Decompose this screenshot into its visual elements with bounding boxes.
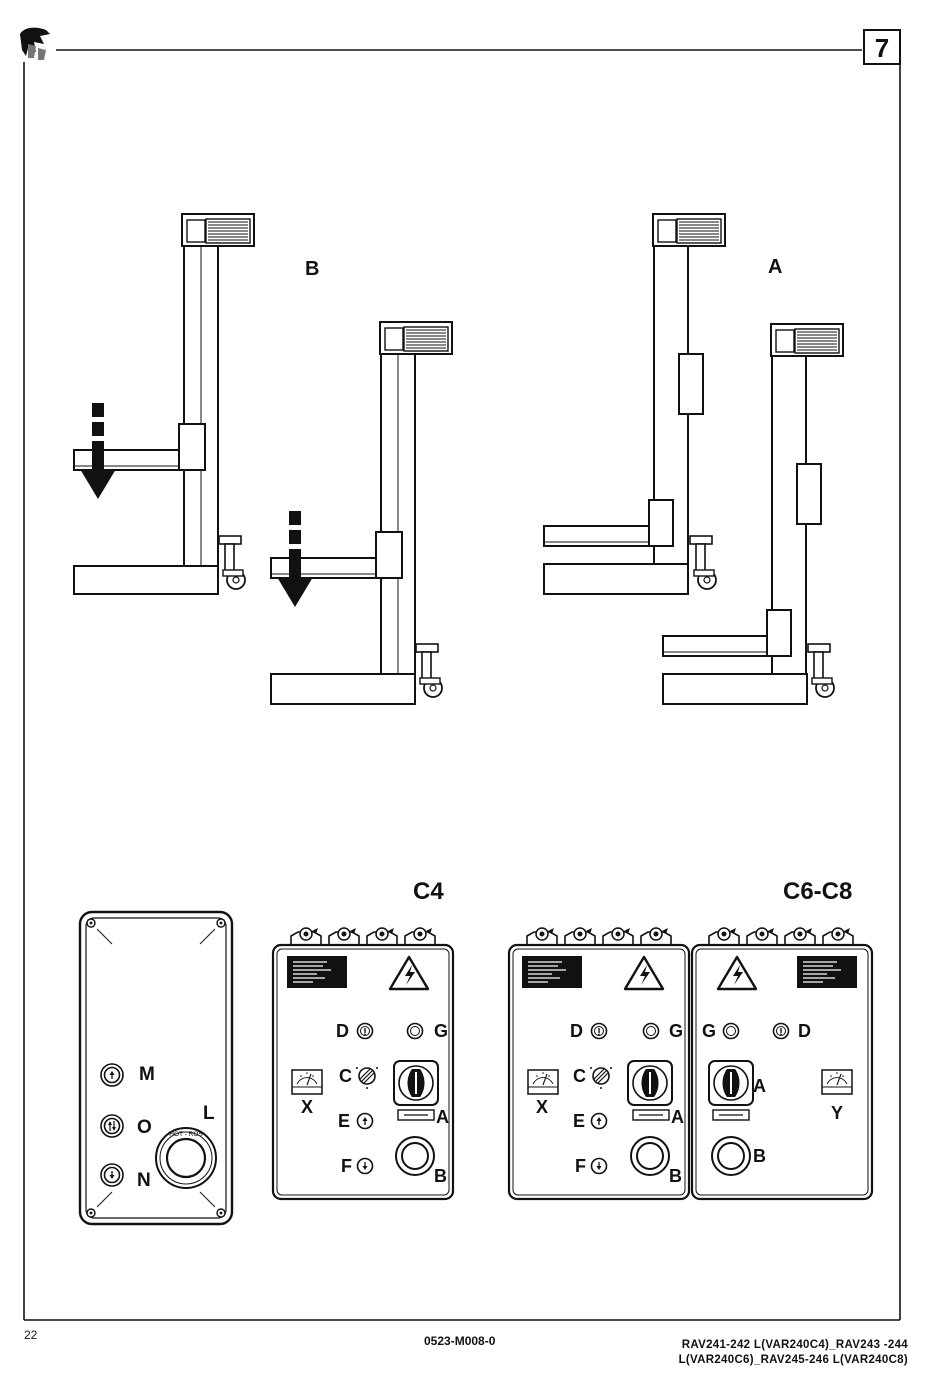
lamp-g-icon (644, 1024, 659, 1039)
c6c8-left-label-e: E (573, 1111, 585, 1131)
page-number: 22 (24, 1328, 37, 1342)
section-number: 7 (875, 33, 889, 63)
c4-label-e: E (338, 1111, 350, 1131)
remote-label-l: L (203, 1103, 215, 1124)
nameplate-icon (797, 956, 857, 988)
c6c8-right-label-b: B (753, 1146, 766, 1166)
rotary-switch-a-icon (394, 1061, 438, 1105)
lamp-e-icon (358, 1114, 373, 1129)
nameplate-icon (522, 956, 582, 988)
knob-ring-text: HOT - ROS (169, 1131, 203, 1138)
mushroom-button-b-icon (712, 1137, 750, 1175)
c4-label-c: C (339, 1066, 352, 1086)
panel-c6c8-title: C6-C8 (783, 878, 852, 905)
c6c8-left-label-a: A (671, 1107, 684, 1127)
remote-label-o: O (137, 1117, 152, 1138)
c4-label-x: X (301, 1097, 313, 1117)
lamp-g-icon (724, 1024, 739, 1039)
c4-label-f: F (341, 1156, 352, 1176)
mushroom-button-b-icon (396, 1137, 434, 1175)
c6c8-left-label-g: G (669, 1021, 683, 1041)
remote-label-n: N (137, 1170, 151, 1191)
voltmeter-x-icon (528, 1070, 558, 1094)
c4-label-d: D (336, 1021, 349, 1041)
rotary-switch-a-icon (628, 1061, 672, 1105)
rotary-switch-a-icon (709, 1061, 753, 1105)
panel-c4-glands (291, 928, 435, 946)
c6c8-left-label-d: D (570, 1021, 583, 1041)
model-reference-line-1: RAV241-242 L(VAR240C4)_RAV243 -244 (679, 1338, 908, 1353)
emergency-stop-knob: HOT - ROS (156, 1128, 216, 1188)
model-reference-line-2: L(VAR240C6)_RAV245-246 L(VAR240C8) (679, 1353, 908, 1368)
c4-label-b: B (434, 1166, 447, 1186)
voltmeter-y-icon (822, 1070, 852, 1094)
c4-label-a: A (436, 1107, 449, 1127)
c6c8-left-label-b: B (669, 1166, 682, 1186)
lamp-d-icon (358, 1024, 373, 1039)
c6c8-right-label-y: Y (831, 1103, 843, 1123)
brand-logo-icon (20, 28, 50, 60)
c6c8-left-label-x: X (536, 1097, 548, 1117)
panel-c6c8-left-glands (527, 928, 671, 946)
document-code: 0523-M008-0 (424, 1334, 495, 1348)
lamp-f-icon (592, 1159, 607, 1174)
nameplate-icon (287, 956, 347, 988)
down-button-icon (101, 1164, 123, 1186)
lamp-d-icon (774, 1024, 789, 1039)
figure-label-b: B (305, 258, 319, 280)
voltmeter-x-icon (292, 1070, 322, 1094)
c6c8-right-label-a: A (753, 1076, 766, 1096)
up-down-button-icon (101, 1115, 123, 1137)
panel-c4-title: C4 (413, 878, 444, 905)
panel-c6c8-right-glands (709, 928, 853, 946)
figure-label-a: A (768, 256, 782, 278)
c6c8-left-label-c: C (573, 1066, 586, 1086)
lift-column-a-high (544, 214, 725, 594)
c6c8-right-label-g: G (702, 1021, 716, 1041)
c6c8-right-label-d: D (798, 1021, 811, 1041)
up-button-icon (101, 1064, 123, 1086)
lamp-d-icon (592, 1024, 607, 1039)
c6c8-left-label-f: F (575, 1156, 586, 1176)
model-reference: RAV241-242 L(VAR240C4)_RAV243 -244 L(VAR… (679, 1338, 908, 1368)
remote-label-m: M (139, 1064, 155, 1085)
lamp-e-icon (592, 1114, 607, 1129)
lamp-g-icon (408, 1024, 423, 1039)
c4-label-g: G (434, 1021, 448, 1041)
mushroom-button-b-icon (631, 1137, 669, 1175)
lamp-f-icon (358, 1159, 373, 1174)
